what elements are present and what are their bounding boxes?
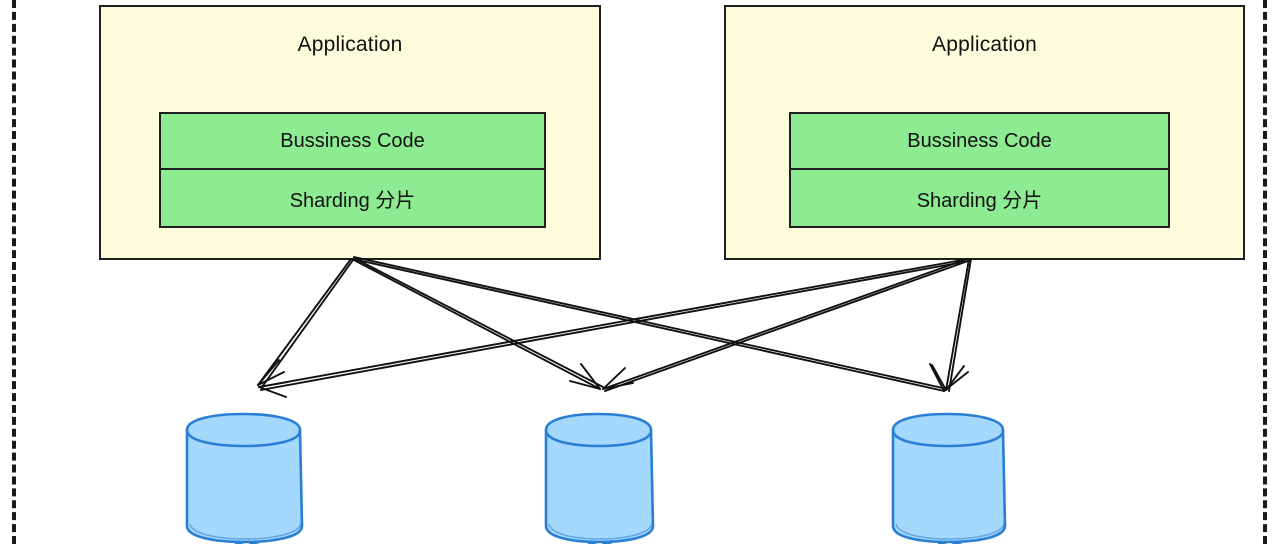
module-bussiness-code-right[interactable]: Bussiness Code: [789, 112, 1170, 170]
database-label-right: DB: [884, 540, 1018, 544]
database-cylinder-icon: [185, 412, 304, 544]
module-bussiness-code-left[interactable]: Bussiness Code: [159, 112, 546, 170]
database-cylinder-middle[interactable]: DB: [538, 404, 664, 544]
arrow-app-right-to-db-right: [931, 258, 972, 392]
database-label-left: DB: [178, 540, 318, 544]
database-cylinder-icon: [544, 412, 655, 544]
arrow-app-left-to-db-middle: [351, 257, 604, 390]
database-cylinder-right[interactable]: DB: [884, 404, 1018, 544]
database-cylinder-left[interactable]: DB: [178, 404, 318, 544]
arrow-app-right-to-db-left: [258, 258, 970, 398]
frame-dashed-line-right: [1263, 0, 1267, 544]
module-sharding-left[interactable]: Sharding 分片: [159, 170, 546, 228]
arrow-app-left-to-db-right: [352, 256, 969, 392]
application-box-left[interactable]: Application Bussiness Code Sharding 分片: [99, 5, 601, 260]
module-sharding-right[interactable]: Sharding 分片: [789, 170, 1170, 228]
arrow-app-left-to-db-left: [257, 258, 354, 388]
application-title-right: Application: [932, 33, 1037, 56]
arrow-app-right-to-db-middle: [602, 258, 969, 392]
database-cylinder-icon: [891, 412, 1007, 544]
application-title-left: Application: [297, 33, 403, 56]
application-box-right[interactable]: Application Bussiness Code Sharding 分片: [724, 5, 1245, 260]
database-label-middle: DB: [538, 540, 664, 544]
frame-dashed-line-left: [12, 0, 16, 544]
